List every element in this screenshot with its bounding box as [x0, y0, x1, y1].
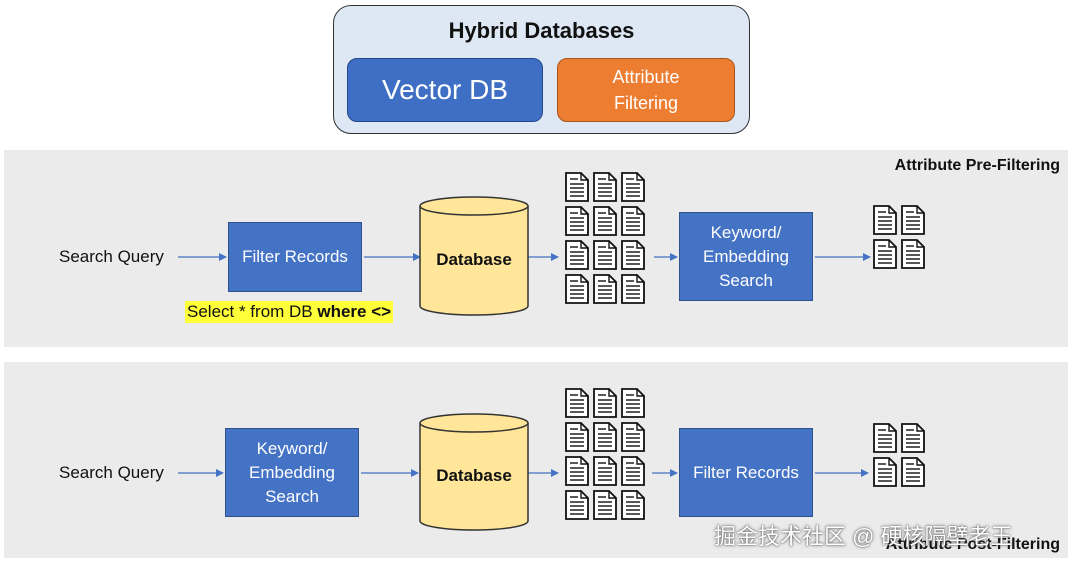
hybrid-databases-title: Hybrid Databases [448, 18, 635, 43]
post-search-label-3: Search [265, 486, 319, 506]
attribute-filtering-box: Attribute Filtering [557, 58, 735, 122]
attribute-filtering-label-1: Attribute [612, 67, 680, 87]
pre-filter-records-box: Filter Records [228, 222, 362, 292]
vector-db-label: Vector DB [381, 74, 509, 105]
document-icon [901, 239, 925, 269]
document-icon [873, 457, 897, 487]
document-icon [621, 490, 645, 520]
pre-filter-records-label: Filter Records [242, 247, 348, 266]
pre-result-documents [873, 205, 925, 269]
document-icon [565, 388, 589, 418]
post-database-cylinder [419, 413, 529, 531]
post-filter-records-box: Filter Records [679, 428, 813, 517]
document-icon [565, 172, 589, 202]
post-result-documents [873, 423, 925, 487]
pre-search-query: Search Query [59, 247, 164, 266]
document-icon [593, 274, 617, 304]
document-icon [873, 239, 897, 269]
document-icon [593, 240, 617, 270]
pre-filtering-label: Attribute Pre-Filtering [894, 157, 1060, 174]
document-icon [593, 490, 617, 520]
sql-keyword: where <> [317, 302, 392, 321]
post-search-query: Search Query [59, 463, 164, 482]
pre-search-label-2: Embedding [702, 246, 789, 266]
document-icon [621, 388, 645, 418]
document-icon [565, 240, 589, 270]
document-icon [593, 172, 617, 202]
sql-highlight: Select * from DB where <> [185, 301, 394, 323]
document-icon [621, 240, 645, 270]
document-icon [565, 422, 589, 452]
document-icon [901, 457, 925, 487]
post-filter-records-label: Filter Records [693, 462, 799, 482]
document-icon [593, 422, 617, 452]
pre-database-label: Database [436, 250, 512, 269]
document-icon [621, 206, 645, 236]
document-icon [873, 205, 897, 235]
document-icon [873, 423, 897, 453]
document-icon [593, 206, 617, 236]
document-icon [565, 274, 589, 304]
document-icon [593, 388, 617, 418]
pre-database-cylinder [419, 196, 529, 316]
pre-search-label-1: Keyword/ [710, 222, 782, 242]
post-database-label: Database [436, 466, 512, 485]
document-icon [565, 206, 589, 236]
document-icon [565, 490, 589, 520]
document-icon [621, 456, 645, 486]
attribute-filtering-label-2: Filtering [613, 93, 679, 113]
vector-db-box: Vector DB [347, 58, 543, 122]
post-document-grid [565, 388, 645, 520]
document-icon [621, 274, 645, 304]
pre-document-grid [565, 172, 645, 304]
post-filtering-label: Attribute Post-Filtering [885, 536, 1060, 553]
post-search-label-2: Embedding [248, 462, 335, 482]
post-keyword-search-box: Keyword/ Embedding Search [225, 428, 359, 517]
document-icon [593, 456, 617, 486]
document-icon [565, 456, 589, 486]
post-search-label-1: Keyword/ [256, 438, 328, 458]
pre-keyword-search-box: Keyword/ Embedding Search [679, 212, 813, 301]
pre-search-label-3: Search [719, 270, 773, 290]
sql-prefix: Select * from DB [187, 302, 318, 321]
document-icon [621, 422, 645, 452]
watermark: 掘金技术社区 @ 硬核隔壁老王 [714, 524, 1013, 549]
document-icon [621, 172, 645, 202]
document-icon [901, 423, 925, 453]
document-icon [901, 205, 925, 235]
